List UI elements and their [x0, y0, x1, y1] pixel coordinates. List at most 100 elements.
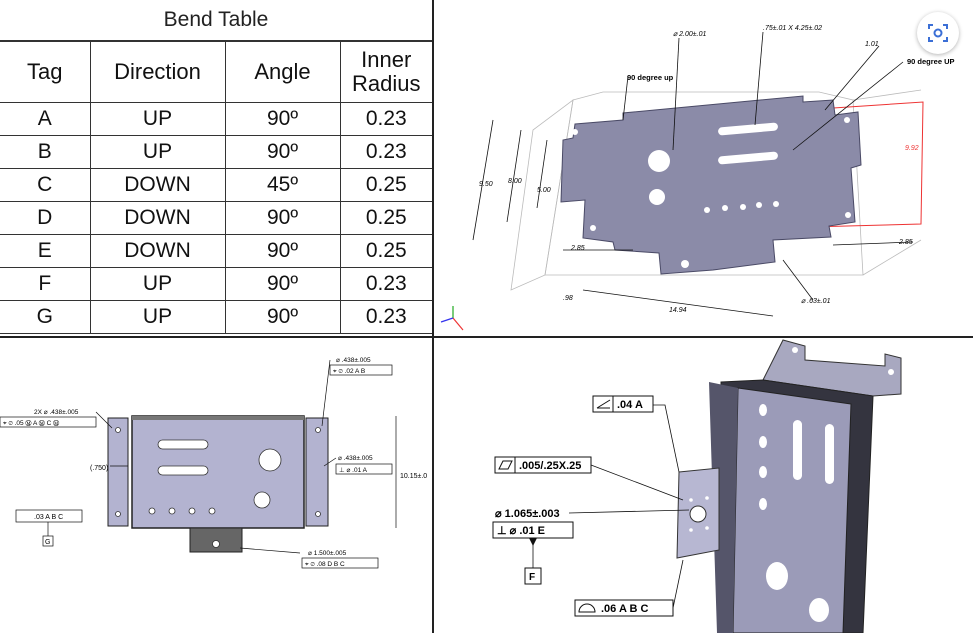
hole-small	[773, 201, 779, 207]
label-dim-800: 8.00	[508, 178, 522, 185]
label-right-hole: ⌀ .438±.005	[338, 455, 373, 462]
hole-medium	[649, 189, 665, 205]
front-dimension-lines	[47, 359, 397, 554]
visual-search-button[interactable]	[917, 12, 959, 54]
cell-direction: UP	[89, 267, 226, 301]
label-perp: ⊥ ⌀ .01 E	[497, 525, 545, 537]
dim-line	[582, 289, 774, 317]
cell-angle: 90º	[224, 201, 341, 235]
dim-line	[832, 241, 914, 246]
panel-divider-horizontal	[0, 336, 973, 338]
leader-line	[590, 464, 684, 501]
label-flatness: .005/.25X.25	[519, 460, 581, 472]
cell-radius: 0.23	[339, 135, 432, 169]
label-height-992: 9.92	[905, 145, 919, 152]
label-bottom-hole: ⌀ 1.500±.005	[308, 550, 347, 557]
cell-angle: 45º	[224, 168, 341, 202]
left-flange	[107, 417, 129, 527]
label-top-hole: ⌀ .438±.005	[336, 357, 371, 364]
cell-direction: UP	[89, 300, 226, 334]
hole-large	[258, 448, 282, 472]
perspective-leaders	[532, 404, 690, 609]
leader-line	[672, 37, 680, 151]
cell-direction: DOWN	[89, 201, 226, 235]
label-profile: .03 A B C	[34, 514, 63, 521]
col-header-angle: Angle	[224, 40, 341, 103]
slot	[718, 122, 778, 136]
cell-radius: 0.25	[339, 234, 432, 268]
hole-large	[766, 562, 788, 590]
label-datum-g: G	[45, 539, 50, 546]
leader-line	[672, 559, 684, 609]
hole-small	[188, 507, 196, 515]
label-right-hole-fcf: ⊥ ⌀ .01 A	[339, 467, 368, 474]
tab-small-holes	[689, 496, 709, 532]
hole-small	[148, 507, 156, 515]
inner-radius-header-text: Inner Radius	[352, 47, 421, 96]
axis-x	[452, 317, 464, 331]
leader-line	[792, 61, 904, 151]
flatness-icon	[498, 460, 513, 470]
lens-center	[933, 28, 943, 38]
cell-tag: G	[0, 300, 91, 334]
label-slot: .75±.01 X 4.25±.02	[763, 25, 822, 32]
leader-line	[754, 31, 764, 126]
label-dim-1494: 14.94	[669, 307, 687, 314]
red-bend-outline	[770, 101, 924, 229]
leader-line	[95, 411, 113, 429]
slot	[718, 151, 778, 165]
front-view-panel: 2X ⌀ .438±.005 ⌖ ⌀ .05 Ⓜ A Ⓜ C Ⓜ ⌀ .438±…	[0, 338, 432, 633]
hole-small	[704, 207, 710, 213]
ghost-edge	[852, 89, 922, 101]
hole-small	[740, 204, 746, 210]
cell-tag: E	[0, 234, 91, 268]
hole-small	[689, 528, 693, 532]
profile-fcf-box	[15, 509, 83, 523]
cell-direction: DOWN	[89, 234, 226, 268]
hole-tab	[689, 505, 707, 523]
plate-body	[560, 95, 862, 275]
leader-line	[239, 547, 301, 554]
leader-line	[653, 404, 680, 473]
label-bend-up-right: 90 degree UP	[907, 57, 955, 66]
hole-small	[759, 498, 767, 510]
label-bend-up-left: 90 degree up	[627, 73, 674, 82]
dim-line	[472, 119, 494, 241]
label-holes-2x: 2X ⌀ .438±.005	[34, 409, 79, 416]
perspective-view-drawing: .04 A .005/.25X.25 ⌀ 1.065±.003 ⊥ ⌀ .01 …	[492, 339, 902, 633]
front-holes	[115, 427, 321, 548]
axis-triad-icon	[440, 306, 464, 331]
hole-small	[759, 436, 767, 448]
hole-tab	[681, 260, 689, 268]
perspective-view-panel: .04 A .005/.25X.25 ⌀ 1.065±.003 ⊥ ⌀ .01 …	[433, 338, 973, 633]
label-profile: .06 A B C	[601, 603, 649, 615]
label-dim-285-right: 2.85	[898, 239, 913, 246]
isometric-view-panel: ⌀ 2.00±.01 .75±.01 X 4.25±.02 1.01 90 de…	[433, 0, 973, 336]
cell-direction: UP	[89, 135, 226, 169]
cell-direction: DOWN	[89, 168, 226, 202]
label-dim-98: .98	[563, 295, 573, 302]
cell-tag: F	[0, 267, 91, 301]
fcf-box	[335, 463, 393, 475]
label-holes-2x-fcf: ⌖ ⌀ .05 Ⓜ A Ⓜ C Ⓜ	[3, 420, 59, 427]
label-angularity: .04 A	[617, 399, 643, 411]
slot	[793, 420, 802, 480]
hole-corner	[844, 117, 850, 123]
plate-face	[131, 415, 305, 529]
hole-small	[705, 496, 709, 500]
cell-radius: 0.25	[339, 168, 432, 202]
label-top-hole-fcf: ⌖ ⌀ .02 A B	[333, 368, 365, 375]
dim-line	[536, 139, 548, 209]
hole-small	[689, 498, 693, 502]
profile-fcf-box	[574, 599, 674, 617]
lens-icon	[928, 24, 948, 42]
hole-large	[648, 150, 670, 172]
cell-direction: UP	[89, 102, 226, 136]
label-hole-small: ⌀ .63±.01	[801, 298, 831, 305]
cell-radius: 0.25	[339, 201, 432, 235]
plate-holes	[572, 117, 851, 268]
hole-flange	[315, 511, 321, 517]
